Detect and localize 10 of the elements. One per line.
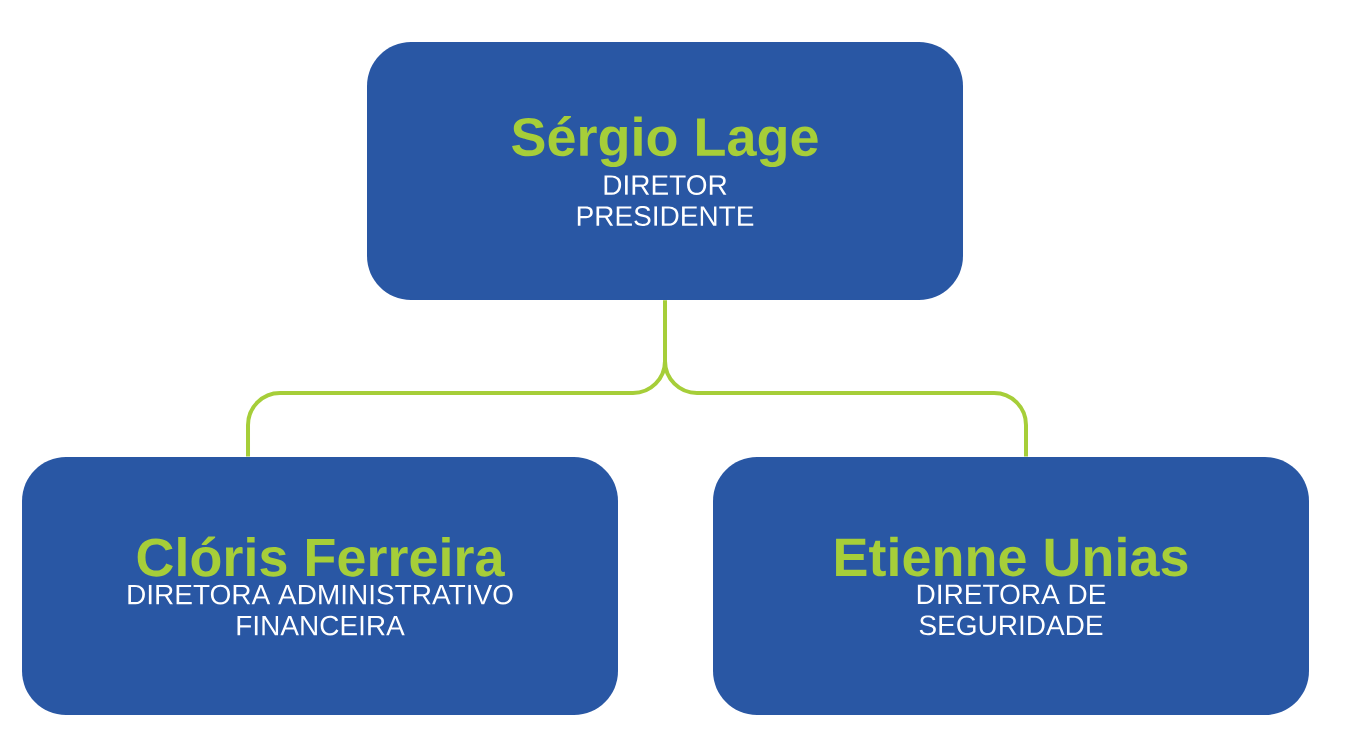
person-name: Etienne Unias [836,536,1188,577]
job-title: DIRETORA DE SEGURIDADE [917,584,1106,636]
person-box [713,457,1309,715]
job-title: DIRETORA ADMINISTRATIVO FINANCEIRA [128,584,513,636]
person-box [22,457,618,715]
job-title: DIRETOR PRESIDENTE [577,175,754,226]
person-box [367,42,963,300]
person-name: Clóris Ferreira [137,536,505,577]
person-name: Sérgio Lage [512,116,818,168]
connector-line [663,300,1028,457]
